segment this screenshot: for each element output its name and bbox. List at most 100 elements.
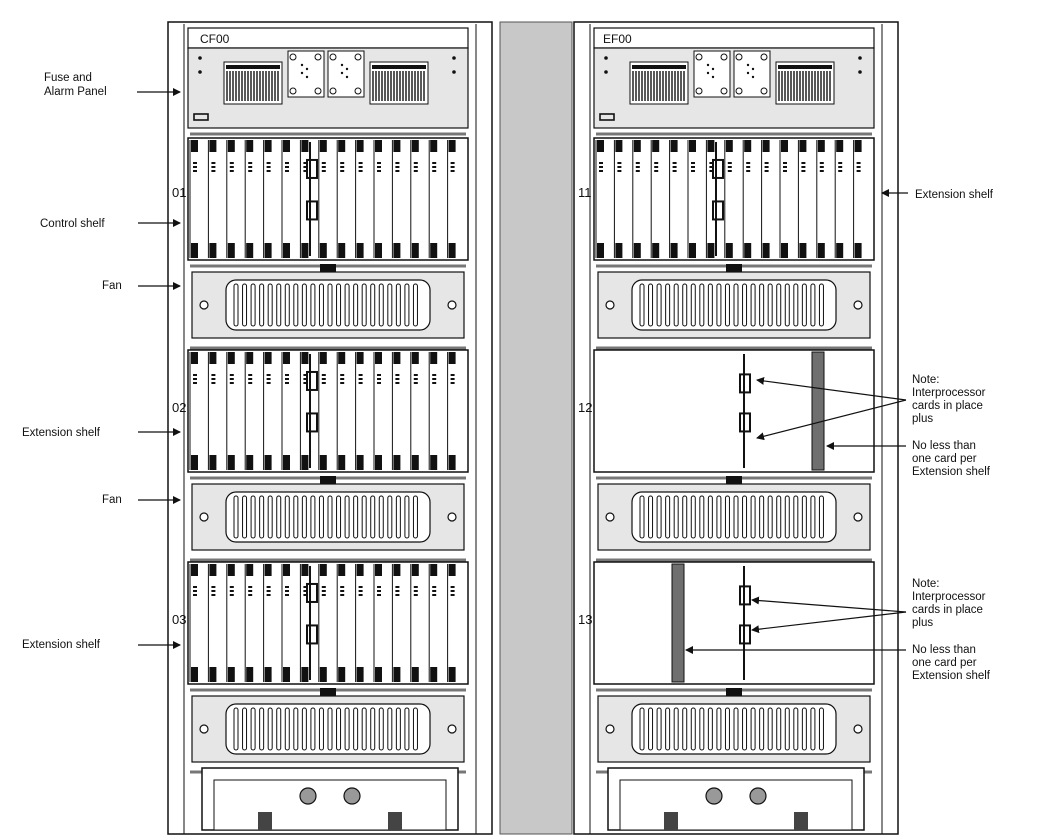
- fan-unit: [190, 476, 466, 562]
- fan-louvre: [784, 707, 790, 751]
- card-led: [321, 162, 326, 164]
- card-led: [377, 162, 381, 164]
- fan-louvre: [387, 283, 393, 327]
- card-top-latch: [375, 140, 382, 152]
- card-bottom-latch: [597, 243, 604, 258]
- fan-louvre: [395, 283, 401, 327]
- card-top-latch: [283, 564, 290, 576]
- label-fuse-alarm-line2: Alarm Panel: [44, 86, 107, 98]
- fan-louvre: [336, 495, 342, 539]
- card-led: [193, 166, 197, 168]
- breaker-dot: [706, 63, 710, 67]
- card-top-latch: [652, 140, 660, 152]
- card-top-latch: [799, 140, 807, 152]
- min-card-13-line3: Extension shelf: [912, 670, 991, 682]
- label-extension-shelf-2: Extension shelf: [22, 639, 101, 651]
- card-top-latch: [209, 564, 217, 576]
- note-12-line2: Interprocessor: [912, 387, 986, 399]
- card-led: [856, 166, 861, 168]
- card-top-latch: [411, 352, 419, 364]
- card-led: [321, 382, 326, 384]
- fan-louvre: [353, 707, 359, 751]
- card-led: [340, 382, 345, 384]
- interprocessor-card-bottom: [306, 200, 318, 221]
- card-led: [229, 374, 234, 376]
- card-bottom-latch: [283, 455, 290, 470]
- card-top-latch: [264, 564, 272, 576]
- card-led: [691, 166, 695, 168]
- card-led: [358, 586, 363, 588]
- card-led: [413, 378, 418, 380]
- card-top-latch: [375, 352, 382, 364]
- fan-screw-left: [605, 512, 615, 522]
- note-12-line1: Note:: [912, 374, 940, 386]
- fan-louvre: [682, 495, 688, 539]
- card-led: [211, 166, 216, 168]
- fan-louvre: [267, 707, 273, 751]
- fan-louvre: [233, 283, 239, 327]
- fan-louvre: [404, 283, 410, 327]
- card-top-latch: [448, 140, 456, 152]
- card-led: [838, 162, 843, 164]
- card-led: [340, 166, 345, 168]
- card-bottom-latch: [338, 667, 346, 682]
- card-led: [727, 162, 732, 164]
- fan-louvre: [242, 283, 248, 327]
- card-led: [266, 170, 271, 172]
- card-led: [211, 374, 216, 376]
- card-led: [358, 374, 363, 376]
- fan-louvre: [353, 495, 359, 539]
- card-bottom-latch: [670, 243, 678, 258]
- card-top-latch: [707, 140, 715, 152]
- card-bottom-latch: [762, 243, 770, 258]
- arrow-note-13-lower: [751, 611, 907, 634]
- fan-louvre: [665, 495, 671, 539]
- card-led: [285, 374, 289, 376]
- card-top-latch: [227, 564, 235, 576]
- screw: [720, 87, 728, 95]
- shelf-number-11: 11: [578, 185, 592, 200]
- fan-louvre: [776, 495, 782, 539]
- card-led: [819, 170, 824, 172]
- note-13-line3: cards in place: [912, 604, 983, 616]
- card-top-latch: [264, 140, 272, 152]
- breaker-module: [287, 50, 325, 98]
- card-led: [801, 166, 806, 168]
- fan-louvre: [284, 495, 290, 539]
- interprocessor-card-bottom: [739, 624, 751, 645]
- card-led: [450, 590, 455, 592]
- card-top-latch: [301, 564, 309, 576]
- fan-louvre: [690, 707, 696, 751]
- card-bottom-latch: [356, 667, 364, 682]
- label-fuse-alarm-line1: Fuse and: [44, 72, 92, 84]
- fan-louvre: [707, 283, 713, 327]
- fuse-block-top-bar: [632, 65, 686, 69]
- fan-louvre: [648, 707, 654, 751]
- card-bottom-latch: [448, 455, 456, 470]
- card-led: [358, 594, 363, 596]
- card-top-latch: [430, 352, 438, 364]
- breaker-dot: [746, 71, 750, 75]
- fan-unit: [596, 476, 872, 562]
- fan-louvre: [310, 283, 316, 327]
- card-bottom-latch: [836, 243, 844, 258]
- shelf-number-13: 13: [578, 612, 592, 627]
- note-12-line3: cards in place: [912, 400, 983, 412]
- fan-latch: [726, 688, 742, 696]
- card-led: [285, 382, 289, 384]
- card-bottom-latch: [209, 455, 217, 470]
- card-bottom-latch: [191, 243, 198, 258]
- fan-louvre: [733, 495, 739, 539]
- fan-louvre: [412, 495, 418, 539]
- card-bottom-latch: [246, 455, 254, 470]
- card-bottom-latch: [430, 455, 438, 470]
- card-bottom-latch: [356, 243, 364, 258]
- fan-louvre: [656, 707, 662, 751]
- breaker-dot: [305, 67, 309, 71]
- card-led: [229, 162, 234, 164]
- panel-led: [198, 56, 202, 60]
- breaker-dot: [706, 71, 710, 75]
- screw: [760, 53, 768, 61]
- card-led: [193, 590, 197, 592]
- card-led: [819, 162, 824, 164]
